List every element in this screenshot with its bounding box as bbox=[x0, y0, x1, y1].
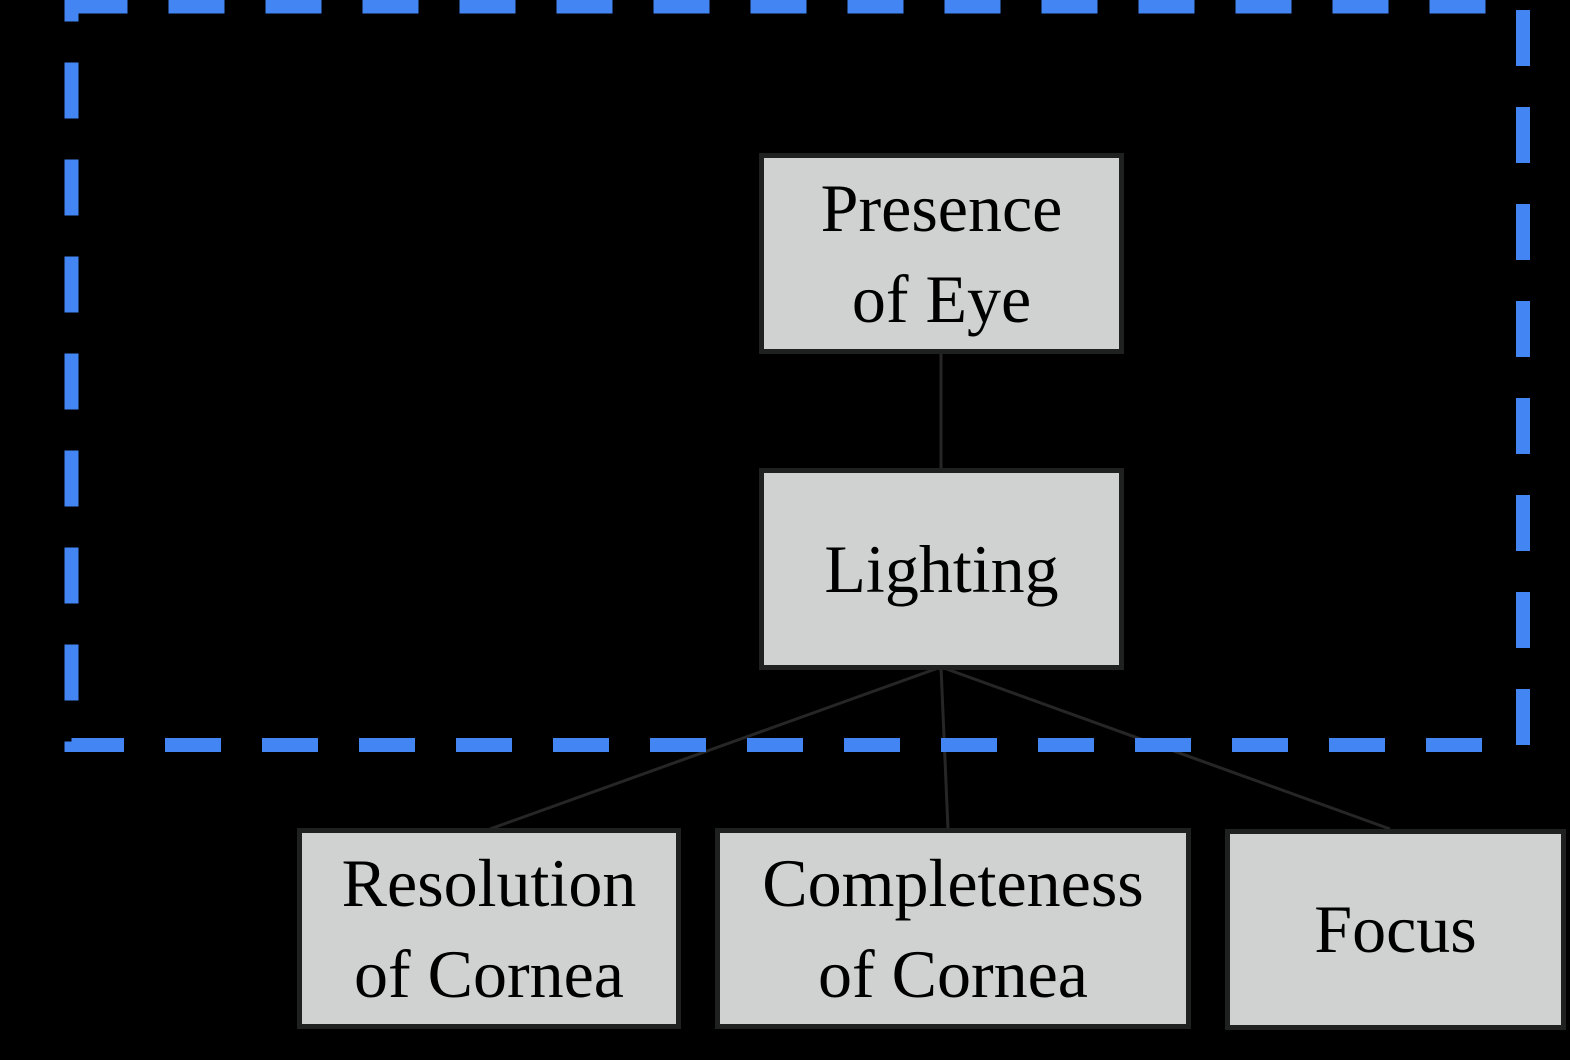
edge-lighting-to-resolution bbox=[489, 665, 942, 831]
node-focus: Focus bbox=[1225, 829, 1566, 1030]
node-presence-of-eye: Presence of Eye bbox=[759, 153, 1124, 354]
node-resolution-of-cornea: Resolution of Cornea bbox=[297, 828, 681, 1029]
node-lighting: Lighting bbox=[759, 468, 1124, 670]
dashed-boundary-box bbox=[64, 0, 1530, 752]
node-completeness-of-cornea: Completeness of Cornea bbox=[715, 828, 1191, 1029]
